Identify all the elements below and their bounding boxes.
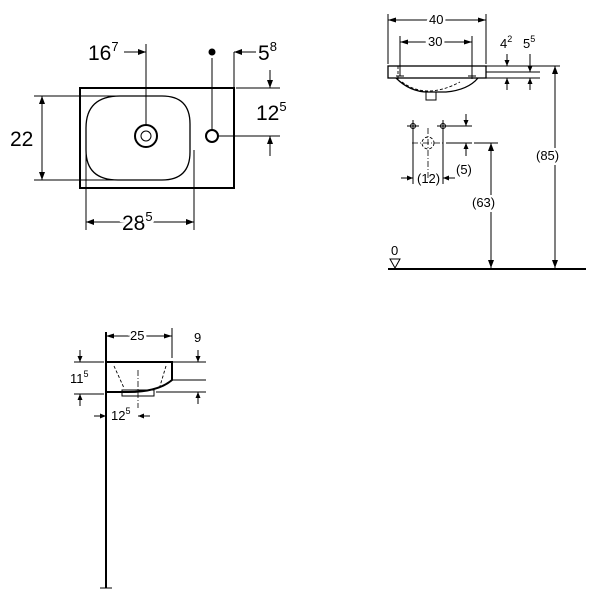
floor-level-marker [389,258,401,270]
dim-basin-height: 115 [70,369,89,386]
top-view-tap-marker [208,48,216,56]
top-view-bowl [85,95,191,181]
dim-waste-offset: 125 [111,406,130,423]
dim-supply-spacing: (12) [417,171,440,186]
top-view-drain [134,124,158,148]
floor-level-label: 0 [391,243,398,258]
dim-rim-b: 55 [523,34,535,51]
dim-supply-rise: (5) [456,162,472,177]
dim-bowl-width: 285 [122,209,153,235]
front-view-drain [425,91,437,101]
dim-rim-height: (85) [536,148,559,163]
front-view: 40 30 42 55 [387,10,586,270]
dim-rim-thickness: 9 [194,330,201,345]
dim-projection: 25 [130,328,144,343]
dim-overflow-offset: 167 [88,39,119,65]
side-view-basin [106,361,173,393]
side-view: 25 9 115 125 [70,326,206,589]
dim-tap-offset: 58 [258,39,277,65]
dim-overall-width: 40 [429,12,443,27]
top-view-outline [79,87,235,189]
front-view-bowl [395,77,479,93]
dim-rim-a: 42 [500,34,512,51]
dim-tap-from-back: 125 [256,99,287,125]
dim-supply-height: (63) [472,195,495,210]
top-view-drain-inner [140,130,152,142]
dim-fixing-distance: 30 [428,34,442,49]
top-view: 167 58 125 22 285 [10,39,287,238]
top-view-tap-hole [205,129,219,143]
supply-markers [407,120,449,184]
dim-depth: 22 [10,128,33,151]
